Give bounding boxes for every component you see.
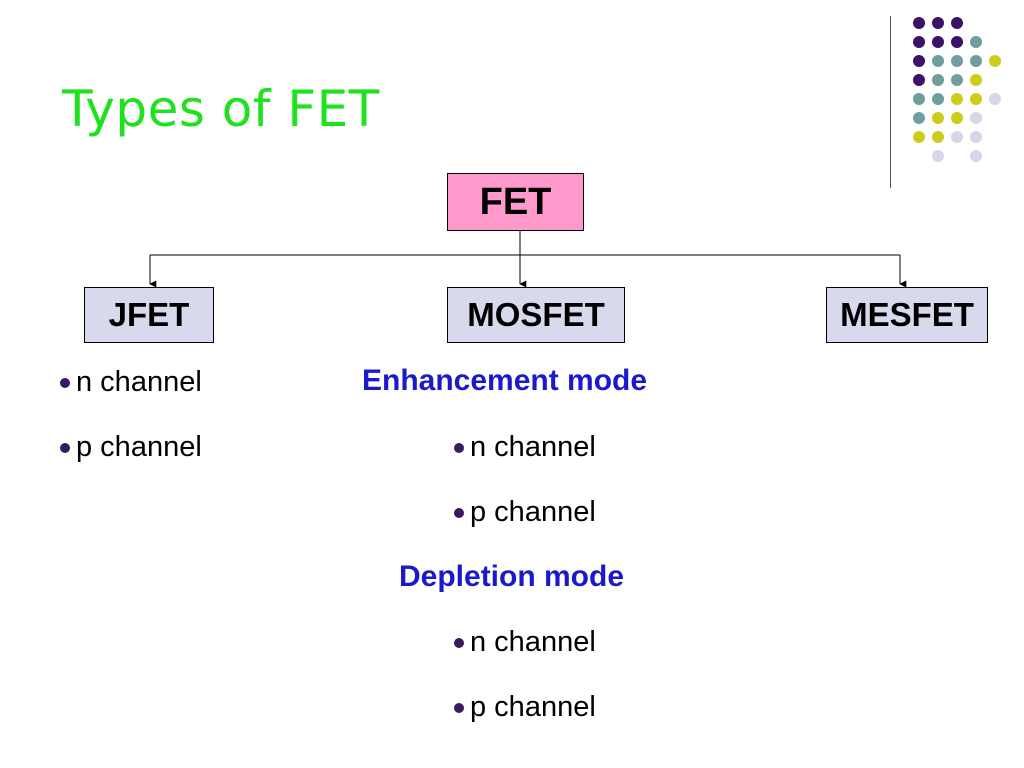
decor-dot: [951, 36, 963, 48]
bullet-icon: [454, 637, 464, 648]
depletion-list-item: n channel: [454, 626, 596, 659]
jfet-item-text: n channel: [76, 366, 202, 398]
decor-dot: [913, 93, 925, 105]
mesfet-label: MESFET: [840, 296, 974, 333]
decor-dot: [970, 93, 982, 105]
bullet-icon: [454, 442, 464, 453]
decor-dot: [970, 131, 982, 143]
fet-root-box: FET: [447, 173, 584, 231]
decor-dot: [932, 74, 944, 86]
enhancement-item-text: p channel: [470, 496, 596, 528]
decor-dot: [913, 131, 925, 143]
jfet-label: JFET: [108, 296, 190, 333]
decor-dot: [913, 17, 925, 29]
decor-dot: [932, 55, 944, 67]
fet-root-label: FET: [479, 180, 552, 223]
decor-dot: [951, 112, 963, 124]
jfet-box: JFET: [84, 287, 214, 343]
bullet-icon: [60, 377, 70, 388]
enhancement-list-item: p channel: [454, 496, 596, 529]
decor-dot: [970, 74, 982, 86]
enhancement-list-item: n channel: [454, 431, 596, 464]
decor-dot: [970, 36, 982, 48]
jfet-list-item: n channel: [60, 366, 202, 399]
mosfet-label: MOSFET: [467, 296, 605, 333]
depletion-item-text: n channel: [470, 626, 596, 658]
decor-dot: [932, 36, 944, 48]
bullet-icon: [454, 507, 464, 518]
decor-dot: [913, 74, 925, 86]
jfet-item-text: p channel: [76, 431, 202, 463]
decor-dot: [951, 93, 963, 105]
decor-dot: [970, 112, 982, 124]
decor-dot: [913, 55, 925, 67]
decor-dot: [951, 17, 963, 29]
bullet-icon: [454, 702, 464, 713]
decor-dot: [932, 112, 944, 124]
tree-connectors: [149, 231, 907, 288]
decor-dot: [970, 55, 982, 67]
decor-dot: [989, 55, 1001, 67]
enhancement-mode-heading: Enhancement mode: [362, 364, 648, 397]
decor-dot: [951, 74, 963, 86]
mesfet-box: MESFET: [826, 287, 988, 343]
decor-dot: [951, 55, 963, 67]
jfet-list-item: p channel: [60, 431, 202, 464]
decor-dot: [932, 17, 944, 29]
depletion-list-item: p channel: [454, 691, 596, 724]
mosfet-box: MOSFET: [447, 287, 625, 343]
decorative-divider: [890, 16, 891, 188]
depletion-mode-heading: Depletion mode: [399, 560, 625, 593]
decor-dot: [932, 150, 944, 162]
decor-dot: [989, 93, 1001, 105]
decor-dot: [932, 131, 944, 143]
decor-dot: [913, 36, 925, 48]
depletion-item-text: p channel: [470, 691, 596, 723]
decor-dot: [970, 150, 982, 162]
bullet-icon: [60, 442, 70, 453]
decor-dot: [951, 131, 963, 143]
decor-dot: [913, 112, 925, 124]
decor-dot: [932, 93, 944, 105]
slide-title: Types of FET: [62, 80, 380, 138]
enhancement-item-text: n channel: [470, 431, 596, 463]
